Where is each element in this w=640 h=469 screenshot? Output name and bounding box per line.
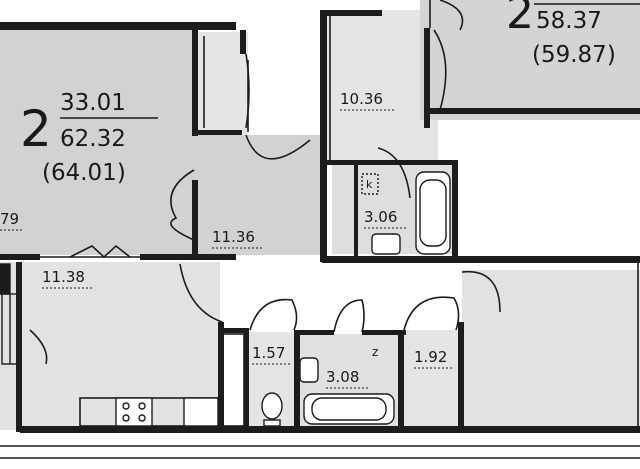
wall-top-right-left (424, 28, 430, 128)
bathroom-bottom-mark: z (372, 345, 378, 359)
bottom-right-room-fill (462, 270, 640, 430)
room-area-bathroom-top: 3.06 (364, 208, 397, 226)
wardrobe-fill (198, 32, 248, 134)
apartment-left-living-area: 33.01 (60, 90, 126, 116)
door-kitchen-top (439, 0, 464, 31)
wall-wardrobe-left (192, 30, 198, 136)
left-riser-icon (0, 263, 11, 295)
closet-top-icon (361, 173, 379, 195)
fixtures (0, 171, 451, 427)
wall-wardrobe-right (240, 30, 246, 54)
wall-wardrobe-bottom (198, 130, 242, 135)
wall-wc-left (218, 322, 224, 430)
wall-bath-left (294, 330, 300, 430)
room-area-storage: 1.92 (414, 348, 447, 366)
wall-top-mid (320, 10, 382, 16)
room-area-kitchen-top: 10.36 (340, 90, 383, 108)
wall-bathroom-top-left (326, 160, 456, 165)
wall-left-lower (16, 262, 22, 432)
stove-icon (115, 397, 153, 427)
wall-wc-top (218, 328, 248, 333)
bathtub-bottom-icon (303, 393, 395, 425)
closet-top-label: k (366, 178, 373, 191)
apartment-left-rooms-count: 2 (20, 100, 52, 158)
kitchen-top-fill (326, 10, 438, 160)
walls (0, 10, 640, 433)
wall-bathroom-top-right (452, 160, 458, 258)
wall-horizontal-right (322, 256, 640, 263)
room-area-hall-center: 11.36 (212, 228, 255, 246)
room-area-wc: 1.57 (252, 344, 285, 362)
wall-bottom (20, 426, 640, 433)
wall-storage-right (458, 322, 464, 430)
wall-top-right-bottom (424, 108, 640, 114)
door-storage (403, 296, 460, 331)
bathtub-bottom-inner-icon (311, 397, 387, 421)
door-kitchen (433, 29, 447, 111)
wall-hall-left-vertical (192, 180, 198, 256)
door-right-room (461, 270, 501, 313)
apartment-left-total-area-with-balcony: (64.01) (42, 160, 126, 186)
apartment-right-total-area: 58.37 (536, 8, 602, 34)
door-bath (333, 299, 365, 333)
wall-wc-right (244, 328, 249, 428)
bathtub-top-inner-icon (419, 179, 447, 247)
room-area-hall-left: 11.38 (42, 268, 85, 286)
wall-bath-top (294, 330, 334, 335)
sink-bottom-icon (299, 357, 319, 383)
wall-bath-top-right (362, 330, 406, 335)
door-wardrobe (245, 53, 250, 129)
storage-fill (404, 330, 462, 428)
room-area-bathroom-bottom: 3.08 (326, 368, 359, 386)
apartment-left-total-area: 62.32 (60, 126, 126, 152)
wall-top-left (0, 22, 236, 30)
wall-mid-vertical (320, 10, 327, 262)
kitchen-sink-icon (183, 397, 219, 427)
area-labels: 2 33.01 62.32 (64.01) 2 58.37 (59.87) 79… (0, 0, 640, 389)
wall-horizontal-main-2 (140, 254, 236, 260)
apartment-right-rooms-count: 2 (506, 0, 534, 39)
room-area-left-partial: 79 (0, 210, 19, 228)
living-room-left-fill (0, 30, 198, 255)
top-right-room-fill (420, 0, 640, 120)
door-wc (249, 298, 298, 331)
bathtub-top-icon (415, 171, 451, 255)
door-swings (29, 0, 501, 365)
toilet-tank-icon (263, 419, 281, 427)
wall-bathroom-divider (354, 165, 358, 257)
wall-horizontal-main (0, 254, 40, 260)
toilet-icon (261, 392, 283, 420)
partition-lines (0, 0, 640, 459)
door-bathroom-top (377, 147, 411, 199)
wall-storage-left (398, 330, 404, 430)
sink-top-icon (371, 233, 401, 255)
door-hall-center (245, 134, 311, 160)
apartment-right-total-area-with-balcony: (59.87) (532, 42, 616, 68)
door-left-lower (29, 329, 48, 365)
door-living (170, 169, 195, 241)
door-hall-bottom (179, 263, 223, 323)
